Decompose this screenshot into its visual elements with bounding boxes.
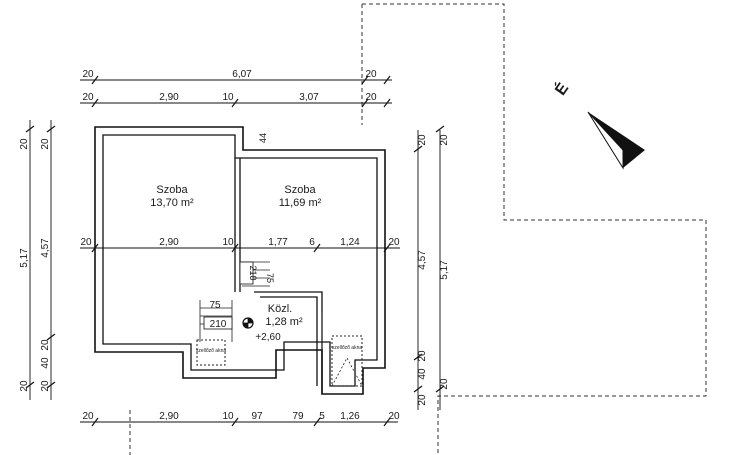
dim-bottom-f: 1,26 (340, 411, 360, 422)
dim-wall-44: 44 (258, 133, 268, 143)
dim-right-inner-top: 20 (417, 134, 428, 146)
dim-right-outer-bottom: 20 (439, 378, 450, 390)
dim-mid-split-left: 20 (80, 237, 92, 248)
dim-top-total-right: 20 (365, 69, 377, 80)
floor-level: +2,60 (255, 332, 281, 343)
dim-right-inner-a: 20 (417, 350, 428, 362)
dim-right-outer-top: 20 (439, 134, 450, 146)
dim-right-inner-b: 40 (417, 368, 428, 380)
chimney-right: szellőző akna (331, 335, 363, 387)
dim-left-inner-a: 20 (40, 339, 51, 351)
staircase (199, 261, 323, 350)
chimney-label: szellőző akna (332, 345, 363, 351)
dim-bottom-c: 97 (251, 411, 263, 422)
dim-stair-75: 75 (209, 300, 221, 311)
dim-bottom-left: 20 (82, 411, 94, 422)
dim-bottom-e: 5 (319, 411, 325, 422)
dim-right-outer: 5,17 (439, 260, 450, 280)
dim-top-split-b: 3,07 (299, 92, 319, 103)
dim-bottom-right: 20 (388, 411, 400, 422)
north-label: É (551, 79, 573, 99)
dim-left-outer-bottom: 20 (19, 380, 30, 392)
dim-stair-75-vertical: 75 (265, 273, 275, 283)
level-marker-icon (242, 317, 254, 329)
room-name: Szoba (284, 184, 316, 196)
room-area: 11,69 m² (279, 197, 322, 209)
dim-left-inner: 4,57 (40, 238, 51, 258)
north-arrow-icon (588, 112, 645, 168)
stair-210-label: 210 (203, 316, 233, 330)
dim-stair-210: 210 (210, 319, 227, 330)
chimney-label: szellőző akna (196, 348, 227, 354)
dim-bottom-a: 2,90 (159, 411, 179, 422)
dim-mid-split-right: 20 (388, 237, 400, 248)
dim-top-split-a: 2,90 (159, 92, 179, 103)
dim-bottom-d: 79 (292, 411, 304, 422)
dim-mid-split-c: 6 (309, 237, 315, 248)
dim-left-outer: 5,17 (19, 248, 30, 268)
dim-top-total-left: 20 (82, 69, 94, 80)
dim-top-total: 6,07 (232, 69, 252, 80)
room-area: 1,28 m² (265, 316, 303, 328)
dim-left-inner-bottom: 20 (40, 380, 51, 392)
dim-top-split-left: 20 (82, 92, 94, 103)
stair-210-box: 210 (239, 261, 258, 285)
dim-bottom-b: 10 (222, 411, 234, 422)
dim-top-split-right: 20 (365, 92, 377, 103)
room-name: Közl. (268, 303, 292, 315)
north-arrow: É (551, 79, 645, 170)
dim-left-inner-b: 40 (40, 357, 51, 369)
chimney-left: szellőző akna (196, 339, 227, 366)
dim-right-inner: 4,57 (417, 250, 428, 270)
dim-stair-210-vertical: 210 (248, 265, 258, 280)
room-area: 13,70 m² (150, 197, 194, 209)
dim-mid-split-b: 1,77 (268, 237, 288, 248)
dim-top-split-mid: 10 (222, 92, 234, 103)
dim-right-inner-bottom: 20 (417, 394, 428, 406)
dimension-ticks (25, 75, 445, 427)
dim-left-outer-top: 20 (19, 138, 30, 150)
dim-mid-split-mid: 10 (222, 237, 234, 248)
dimension-lines (29, 79, 441, 423)
dim-left-inner-top: 20 (40, 138, 51, 150)
dim-mid-split-d: 1,24 (340, 237, 360, 248)
site-boundary (129, 3, 707, 455)
room-name: Szoba (156, 184, 188, 196)
dim-mid-split-a: 2,90 (159, 237, 179, 248)
